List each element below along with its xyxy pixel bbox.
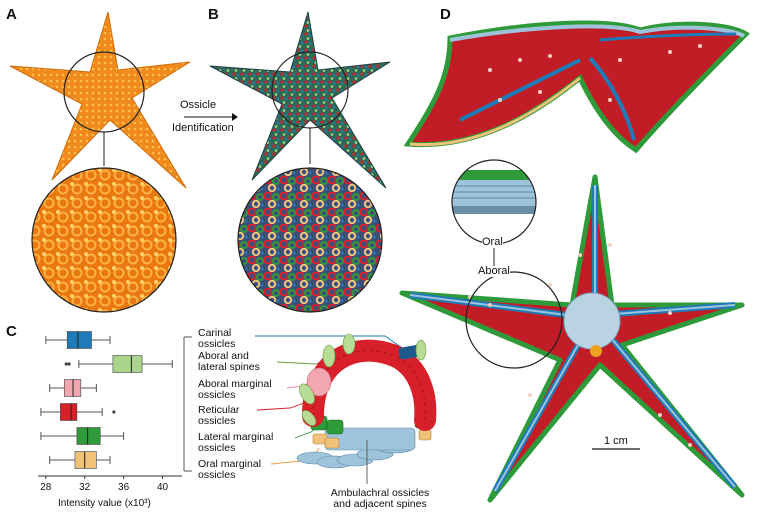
arrow-right-icon [184, 113, 238, 121]
box-3 [60, 403, 78, 421]
arrow-label-identification: Identification [172, 122, 234, 134]
x-axis-label: Intensity value (x10³) [58, 498, 151, 509]
box-5 [74, 451, 97, 469]
outlier-3-0 [112, 410, 116, 414]
ossicle-arm-schematic [255, 333, 437, 484]
panel-label-c: C [6, 323, 17, 340]
x-tick-label-1: 32 [79, 482, 91, 493]
outlier-1-0 [64, 362, 68, 366]
box-plot-chart: 28 32 36 40 [38, 331, 182, 493]
x-tick-label-2: 36 [118, 482, 130, 493]
panel-label-d: D [440, 6, 451, 23]
starfish-main-figure [399, 174, 745, 503]
starfish-orange-figure [9, 11, 191, 313]
oral-label: Oral [482, 236, 503, 248]
scale-bar-label: 1 cm [604, 435, 628, 447]
arrow-label-ossicle: Ossicle [180, 99, 217, 111]
x-tick-label-0: 28 [40, 482, 52, 493]
bracket-line [183, 336, 192, 472]
oral-inset [451, 159, 537, 266]
aboral-label: Aboral [478, 265, 510, 277]
starfish-side-view [403, 20, 750, 154]
box-0 [66, 331, 92, 349]
x-tick-label-3: 40 [157, 482, 169, 493]
starfish-colored-figure [209, 11, 391, 313]
box-1 [112, 355, 143, 373]
panel-label-a: A [6, 6, 17, 23]
box-4 [76, 427, 101, 445]
panel-label-b: B [208, 6, 219, 23]
outlier-1-1 [67, 362, 71, 366]
